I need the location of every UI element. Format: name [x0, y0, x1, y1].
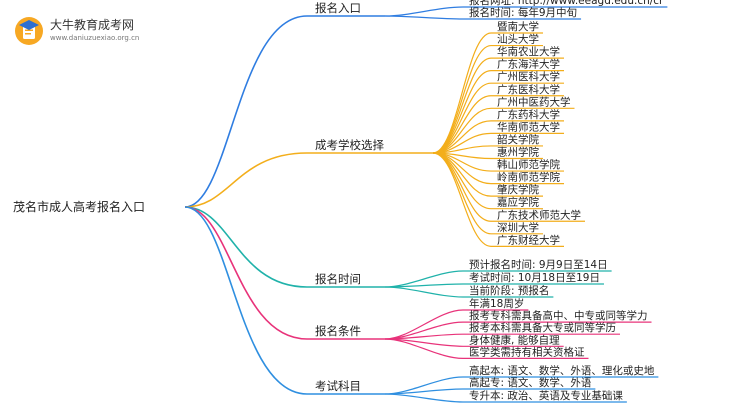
mindmap-nodes: 茂名市成人高考报名入口 报名入口 报名网址: http://www.eeagd.ed…	[13, 0, 664, 402]
requirements-item-label: 年满18周岁	[469, 297, 524, 310]
subjects-item-label: 高起专: 语文、数学、外语	[469, 376, 592, 389]
dates-item-label: 当前阶段: 预报名	[469, 284, 549, 297]
connector-entry-item	[384, 15, 464, 20]
site-logo: 大牛教育成考网 www.daniuzuexiao.org.cn	[14, 14, 154, 48]
logo-title: 大牛教育成考网	[50, 18, 135, 32]
schools-item-label: 广东海洋大学	[497, 58, 560, 71]
logo-url: www.daniuzuexiao.org.cn	[50, 34, 140, 42]
connector-schools-item	[432, 70, 492, 154]
connector-root-entry	[184, 15, 308, 208]
connector-schools-item	[432, 152, 492, 247]
schools-item-label: 暨南大学	[497, 20, 539, 33]
subjects-item-label: 专升本: 政治、英语及专业基础课	[469, 389, 623, 402]
connector-entry-item	[384, 6, 464, 17]
dates-item-label: 预计报名时间: 9月9日至14日	[469, 258, 608, 271]
connector-schools-item	[432, 44, 492, 154]
schools-item-label: 广州医科大学	[497, 70, 560, 83]
schools-item-label: 深圳大学	[497, 221, 539, 234]
root-label: 茂名市成人高考报名入口	[13, 199, 145, 214]
connector-dates-item	[384, 286, 464, 298]
entry-item-label: 报名时间: 每年9月中旬	[469, 6, 577, 19]
graduation-cap-icon	[15, 17, 43, 45]
connector-lines	[184, 6, 668, 403]
requirements-item-label: 身体健康, 能够自理	[469, 333, 560, 346]
schools-item-label: 惠州学院	[497, 146, 539, 159]
schools-item-label: 韩山师范学院	[497, 158, 560, 171]
connector-schools-item	[432, 152, 492, 235]
requirements-item-label: 报考本科需具备大专或同等学历	[469, 321, 616, 334]
connector-root-requirements	[184, 206, 308, 340]
schools-item-label: 汕头大学	[497, 33, 539, 46]
dates-item-label: 考试时间: 10月18日至19日	[469, 271, 600, 284]
connector-root-schools	[184, 152, 308, 208]
schools-item-label: 广东技术师范大学	[497, 208, 581, 221]
schools-item-label: 岭南师范学院	[497, 171, 560, 184]
schools-item-label: 华南师范大学	[497, 120, 560, 133]
connector-schools-item	[432, 152, 492, 222]
branch-label-requirements: 报名条件	[315, 324, 361, 338]
schools-item-label: 广东财经大学	[497, 233, 560, 246]
branch-label-entry: 报名入口	[315, 1, 361, 15]
schools-item-label: 华南农业大学	[497, 45, 560, 58]
requirements-item-label: 报考专科需具备高中、中专或同等学力	[469, 309, 648, 322]
schools-item-label: 广东医科大学	[497, 83, 560, 96]
connector-schools-item	[432, 57, 492, 154]
schools-item-label: 广东药科大学	[497, 108, 560, 121]
connector-schools-item	[432, 152, 492, 197]
connector-requirements-item	[384, 338, 464, 359]
schools-item-label: 韶关学院	[497, 133, 539, 146]
connector-root-subjects	[184, 206, 308, 395]
requirements-item-label: 医学类需持有相关资格证	[469, 345, 585, 358]
connector-subjects-item	[384, 393, 464, 403]
branch-label-schools: 成考学校选择	[315, 138, 384, 152]
schools-item-label: 嘉应学院	[497, 196, 539, 209]
subjects-item-label: 高起本: 语文、数学、外语、理化或史地	[469, 364, 655, 377]
connector-root-dates	[184, 206, 308, 288]
schools-item-label: 广州中医药大学	[497, 95, 571, 108]
connector-subjects-item	[384, 388, 464, 395]
branch-label-subjects: 考试科目	[315, 379, 361, 393]
schools-item-label: 肇庆学院	[497, 183, 539, 196]
entry-item-label: 报名网址: http://www.eeagd.edu.cn/cr	[469, 0, 664, 7]
branch-label-dates: 报名时间	[315, 272, 361, 286]
